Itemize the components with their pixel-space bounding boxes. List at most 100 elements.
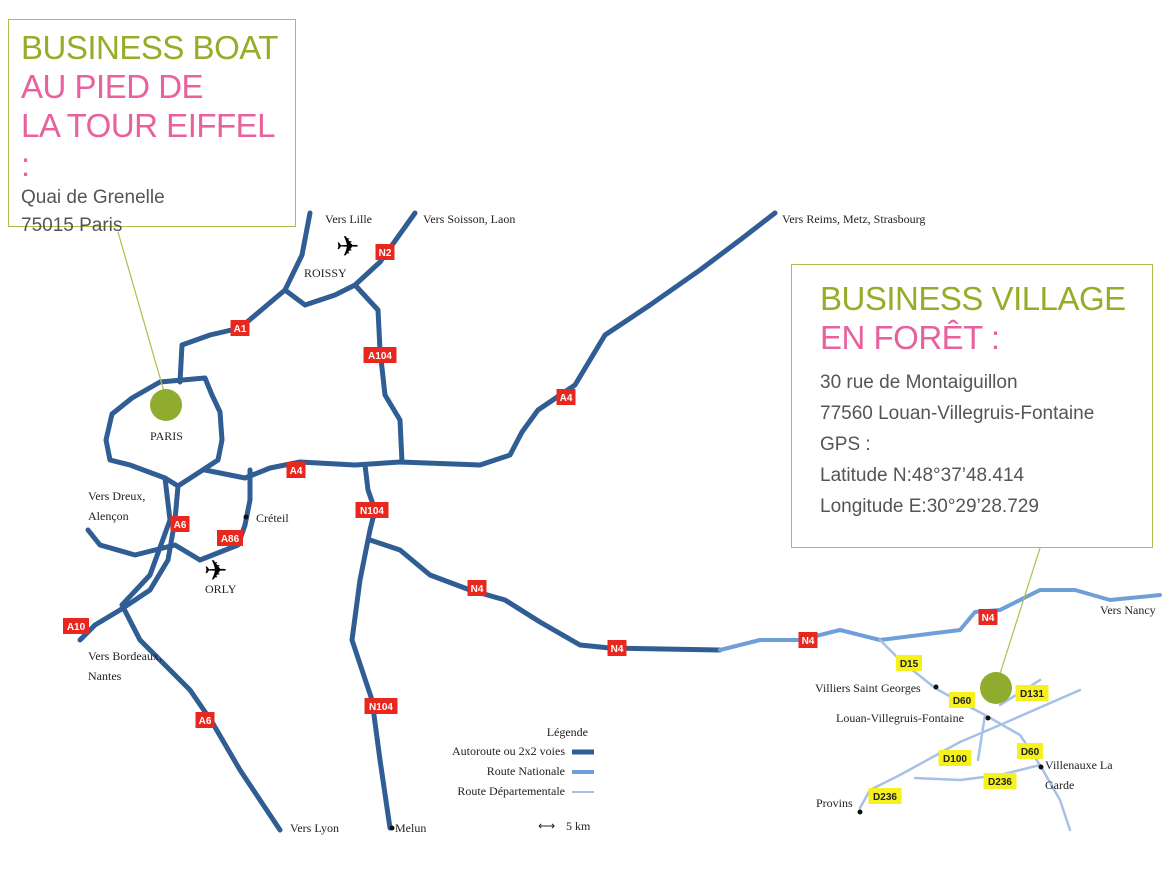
shield-label: A6: [199, 716, 212, 727]
shield-background: [556, 389, 576, 405]
village-address-2: 77560 Louan-Villegruis-Fontaine: [820, 403, 1095, 424]
shield-label: A6: [174, 520, 187, 531]
road-shield-n4a: N4: [467, 580, 487, 596]
village-gps-label: GPS :: [820, 434, 871, 455]
road-n104: [349, 462, 393, 831]
road-shield-n4c: N4: [798, 632, 818, 648]
shield-background: [978, 609, 998, 625]
shield-label: N2: [379, 248, 392, 259]
road-shield-a10: A10: [63, 618, 89, 634]
road-n4-national: [718, 588, 1162, 652]
legend-autoroute: Autoroute ou 2x2 voies: [452, 744, 565, 758]
road-shield-d131: D131: [1015, 685, 1049, 701]
road-n4-motorway: [367, 537, 723, 653]
village-latitude: Latitude N:48°37’48.414: [820, 465, 1025, 486]
boat-address-1: Quai de Grenelle: [21, 187, 165, 208]
legend-scale: 5 km: [566, 819, 591, 833]
label-melun: Melun: [395, 821, 426, 835]
business-village-callout: BUSINESS VILLAGE EN FORÊT : 30 rue de Mo…: [791, 264, 1153, 548]
shield-label: A4: [560, 393, 573, 404]
boat-subtitle-2: LA TOUR EIFFEL :: [21, 107, 274, 183]
road-shield-n104b: N104: [364, 698, 398, 714]
label-villenauxe-garde: Garde: [1045, 778, 1074, 792]
boat-address-2: 75015 Paris: [21, 215, 123, 236]
shield-label: D236: [988, 777, 1012, 788]
town-dots: [243, 514, 1044, 831]
road-shield-a86: A86: [217, 530, 243, 546]
shield-background: [375, 244, 395, 260]
shield-label: D60: [953, 696, 972, 707]
road-shield-d100: D100: [938, 750, 972, 766]
label-villiers: Villiers Saint Georges: [815, 681, 921, 695]
village-address-1: 30 rue de Montaiguillon: [820, 372, 1018, 393]
shield-label: D236: [873, 792, 897, 803]
village-location-pin[interactable]: [980, 672, 1012, 704]
road-a104: [352, 282, 405, 465]
shield-label: A10: [67, 622, 86, 633]
shield-background: [1015, 685, 1049, 701]
label-creteil: Créteil: [256, 511, 289, 525]
label-lille: Vers Lille: [325, 212, 372, 226]
shield-background: [63, 618, 89, 634]
village-pointer-line: [997, 547, 1041, 681]
label-nantes: Nantes: [88, 669, 122, 683]
shield-background: [355, 502, 389, 518]
road-shield-n2: N2: [375, 244, 395, 260]
shield-label: N104: [369, 702, 393, 713]
shield-background: [983, 773, 1017, 789]
paris-location-pin[interactable]: [150, 389, 182, 421]
shield-background: [230, 320, 250, 336]
shield-label: A4: [290, 466, 303, 477]
shield-background: [364, 698, 398, 714]
label-dreux: Vers Dreux,: [88, 489, 145, 503]
legend-departementale: Route Départementale: [457, 784, 565, 798]
business-boat-callout: BUSINESS BOAT AU PIED DE LA TOUR EIFFEL …: [8, 19, 296, 236]
label-louan: Louan-Villegruis-Fontaine: [836, 711, 964, 725]
shield-label: N4: [611, 644, 624, 655]
label-reims: Vers Reims, Metz, Strasbourg: [782, 212, 925, 226]
road-shield-d236a: D236: [983, 773, 1017, 789]
road-shield-n104a: N104: [355, 502, 389, 518]
shield-background: [170, 516, 190, 532]
label-roissy: ROISSY: [304, 266, 347, 280]
label-orly: ORLY: [205, 582, 237, 596]
road-shield-d60a: D60: [949, 692, 975, 708]
boat-title: BUSINESS BOAT: [21, 29, 278, 66]
shield-label: D15: [900, 659, 919, 670]
road-shield-a1: A1: [230, 320, 250, 336]
shield-background: [949, 692, 975, 708]
shield-label: N4: [982, 613, 995, 624]
shield-background: [868, 788, 902, 804]
label-nancy: Vers Nancy: [1100, 603, 1156, 617]
road-shield-a4a: A4: [286, 462, 306, 478]
shield-background: [938, 750, 972, 766]
road-dreux: [85, 527, 203, 563]
road-shield-d15: D15: [896, 655, 922, 671]
road-shield-a6a: A6: [170, 516, 190, 532]
boat-pointer-line: [117, 231, 166, 396]
orly-plane-icon: ✈: [204, 555, 227, 586]
legend: Légende Autoroute ou 2x2 voies Route Nat…: [452, 725, 594, 833]
road-shield-n4b: N4: [607, 640, 627, 656]
label-paris: PARIS: [150, 429, 183, 443]
road-a6-south: [119, 475, 283, 833]
shield-label: A104: [368, 351, 392, 362]
label-villenauxe: Villenauxe La: [1045, 758, 1113, 772]
shield-label: D100: [943, 754, 967, 765]
shield-label: D131: [1020, 689, 1044, 700]
shield-background: [467, 580, 487, 596]
shield-background: [798, 632, 818, 648]
road-shield-d236b: D236: [868, 788, 902, 804]
village-longitude: Longitude E:30°29’28.729: [820, 496, 1039, 517]
label-soisson: Vers Soisson, Laon: [423, 212, 515, 226]
village-title: BUSINESS VILLAGE: [820, 280, 1126, 317]
shield-label: A86: [221, 534, 240, 545]
label-bordeaux: Vers Bordeaux,: [88, 649, 162, 663]
shield-label: D60: [1021, 747, 1040, 758]
shield-label: N4: [471, 584, 484, 595]
road-shield-a6b: A6: [195, 712, 215, 728]
road-shield-n4d: N4: [978, 609, 998, 625]
road-a86: [197, 467, 253, 563]
shield-label: N104: [360, 506, 384, 517]
